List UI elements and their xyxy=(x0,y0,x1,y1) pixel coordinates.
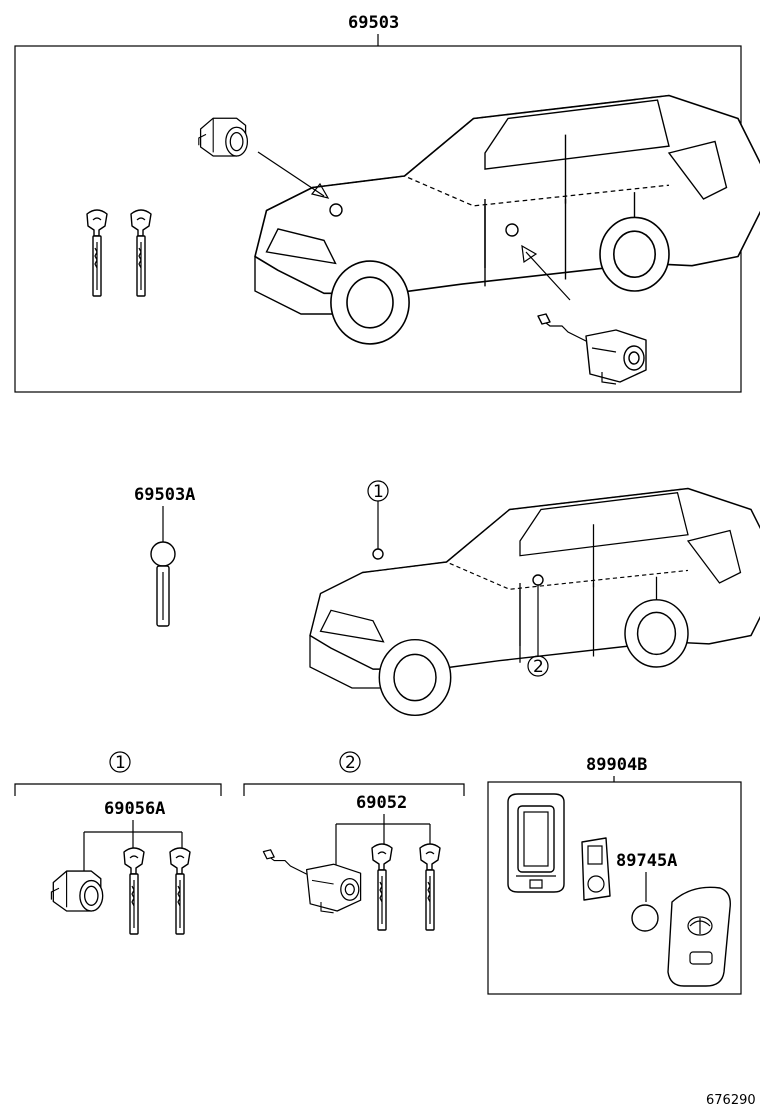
arrow-to-hood xyxy=(257,151,330,199)
group-box-89904B xyxy=(487,781,742,995)
part-label-89904B[interactable]: 89904B xyxy=(586,755,647,775)
vehicle-illustration xyxy=(254,94,760,345)
battery-icon xyxy=(631,904,659,932)
arrow-to-door xyxy=(521,244,571,301)
callout-2 xyxy=(527,655,549,677)
part-label-89745A[interactable]: 89745A xyxy=(616,851,677,871)
part-label-69056A[interactable]: 69056A xyxy=(104,799,165,819)
svg-text:2: 2 xyxy=(533,657,544,677)
svg-text:1: 1 xyxy=(373,482,384,502)
key-board-icon xyxy=(581,837,611,901)
key-icon xyxy=(371,843,393,931)
group-ref-1 xyxy=(109,751,131,773)
door-lock-cylinder-icon xyxy=(537,313,647,385)
hood-lock-cylinder-icon xyxy=(50,870,104,912)
key-icon xyxy=(123,847,145,935)
part-label-69503[interactable]: 69503 xyxy=(348,13,399,33)
smart-key-case-icon xyxy=(507,793,565,893)
key-blank-icon xyxy=(150,541,176,627)
part-label-69052[interactable]: 69052 xyxy=(356,793,407,813)
group-ref-2 xyxy=(339,751,361,773)
svg-text:2: 2 xyxy=(345,753,356,773)
key-icon xyxy=(169,847,191,935)
diagram-number: 676290 xyxy=(706,1093,756,1108)
part-label-69503A[interactable]: 69503A xyxy=(134,485,195,505)
svg-text:1: 1 xyxy=(115,753,126,773)
key-icon xyxy=(86,209,108,297)
hood-lock-cylinder-icon xyxy=(198,117,249,157)
door-lock-cylinder-icon xyxy=(262,849,362,914)
smart-key-fob-icon xyxy=(667,886,731,987)
key-icon xyxy=(130,209,152,297)
key-icon xyxy=(419,843,441,931)
